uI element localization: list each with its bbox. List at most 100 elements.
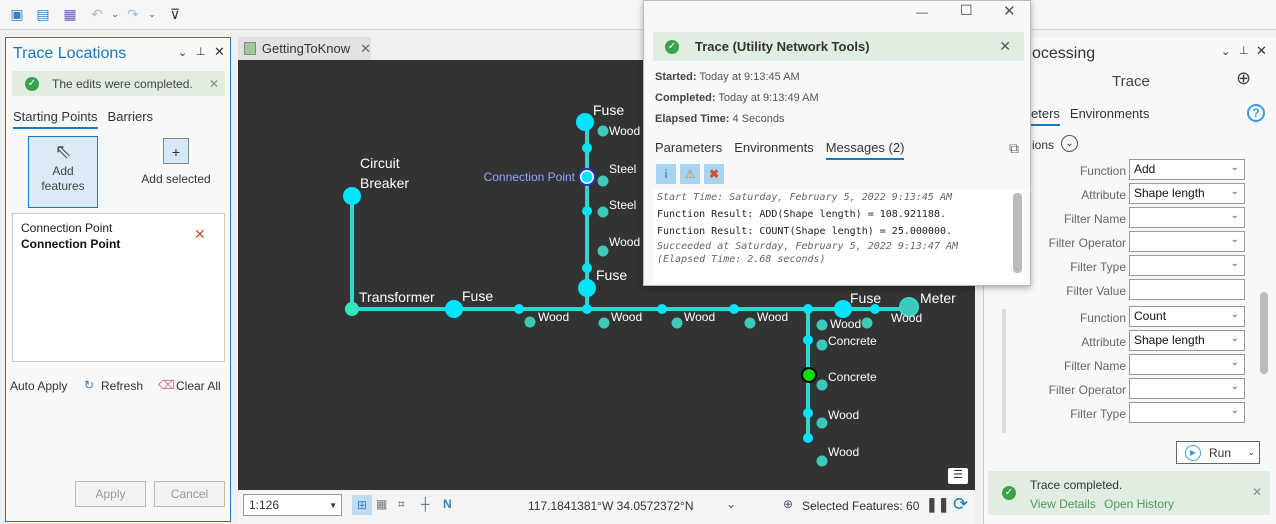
customize-icon[interactable]: ⊽ bbox=[169, 6, 181, 22]
junction-node[interactable] bbox=[803, 304, 813, 314]
tab-parameters[interactable]: eters bbox=[1031, 106, 1060, 126]
new-project-icon[interactable]: ▣ bbox=[10, 6, 24, 22]
messages-scrollbar[interactable] bbox=[1013, 193, 1022, 273]
remove-icon[interactable]: ✕ bbox=[194, 226, 206, 242]
filter-operator-field[interactable]: ⌄ bbox=[1129, 378, 1245, 399]
north-arrow-icon[interactable]: N bbox=[443, 497, 452, 511]
junction-node[interactable] bbox=[803, 433, 813, 443]
add-icon[interactable]: ⊕ bbox=[1236, 68, 1252, 88]
save-project-icon[interactable]: ▦ bbox=[63, 6, 77, 22]
junction-node[interactable] bbox=[729, 304, 739, 314]
attribute-field[interactable]: Shape length⌄ bbox=[1129, 183, 1245, 204]
filter-type-field[interactable]: ⌄ bbox=[1129, 402, 1245, 423]
pole-marker[interactable] bbox=[598, 317, 610, 329]
redo-icon[interactable]: ↷ bbox=[127, 6, 139, 22]
pole-marker[interactable] bbox=[524, 316, 536, 328]
add-features-button[interactable]: ⇖ Add features bbox=[28, 136, 98, 208]
undo-dropdown-icon[interactable]: ⌄ bbox=[111, 9, 119, 19]
warning-filter-icon[interactable]: ⚠ bbox=[680, 164, 700, 184]
refresh-button[interactable]: Refresh bbox=[101, 379, 144, 393]
selected-features-count[interactable]: Selected Features: 60 bbox=[802, 499, 920, 513]
filter-value-field[interactable] bbox=[1129, 279, 1245, 300]
filter-operator-field[interactable]: ⌄ bbox=[1129, 231, 1245, 252]
pin-icon[interactable]: ⊥ bbox=[196, 46, 206, 58]
tab-barriers[interactable]: Barriers bbox=[107, 109, 154, 124]
pole-marker[interactable] bbox=[671, 317, 683, 329]
banner-close-icon[interactable]: ✕ bbox=[1252, 485, 1263, 499]
pane-menu-icon[interactable]: ⌄ bbox=[1221, 46, 1231, 58]
junction-node[interactable] bbox=[870, 304, 880, 314]
junction-node[interactable] bbox=[657, 304, 667, 314]
open-history-link[interactable]: Open History bbox=[1104, 497, 1175, 511]
snapping-icon[interactable]: ⊞ bbox=[352, 495, 372, 515]
map-overview-icon[interactable]: ☰ bbox=[948, 468, 968, 484]
fuse-node[interactable] bbox=[445, 300, 463, 318]
fuse-node[interactable] bbox=[834, 300, 852, 318]
filter-name-field[interactable]: ⌄ bbox=[1129, 207, 1245, 228]
grid-icon[interactable]: ▦ bbox=[376, 497, 388, 511]
tab-messages[interactable]: Messages (2) bbox=[825, 140, 905, 160]
junction-node[interactable] bbox=[582, 304, 592, 314]
junction-node[interactable] bbox=[582, 206, 592, 216]
junction-node[interactable] bbox=[514, 304, 524, 314]
list-item-name[interactable]: Connection Point bbox=[21, 237, 121, 251]
run-dropdown-icon[interactable]: ⌄ bbox=[1247, 447, 1255, 457]
close-icon[interactable]: ✕ bbox=[1256, 43, 1267, 58]
connection-point-node[interactable] bbox=[581, 171, 593, 183]
constraints-icon[interactable]: ⌗ bbox=[398, 497, 405, 511]
tab-environments[interactable]: Environments bbox=[1069, 106, 1150, 121]
view-details-link[interactable]: View Details bbox=[1030, 497, 1096, 511]
junction-node[interactable] bbox=[803, 335, 813, 345]
pole-marker[interactable] bbox=[816, 379, 828, 391]
tab-environments[interactable]: Environments bbox=[734, 140, 814, 155]
function-field[interactable]: Add⌄ bbox=[1129, 159, 1245, 180]
open-project-icon[interactable]: ▤ bbox=[36, 6, 50, 22]
pole-marker[interactable] bbox=[861, 317, 873, 329]
starting-point-marker[interactable] bbox=[801, 367, 817, 383]
filter-type-field[interactable]: ⌄ bbox=[1129, 255, 1245, 276]
junction-node[interactable] bbox=[582, 263, 592, 273]
banner-close-icon[interactable]: ✕ bbox=[999, 38, 1011, 54]
fuse-node[interactable] bbox=[578, 279, 596, 297]
map-tab[interactable]: GettingToKnow ✕ bbox=[238, 37, 371, 60]
pole-marker[interactable] bbox=[816, 417, 828, 429]
add-selected-button[interactable]: + Add selected bbox=[134, 136, 218, 192]
attribute-field[interactable]: Shape length⌄ bbox=[1129, 330, 1245, 351]
info-filter-icon[interactable]: i bbox=[656, 164, 676, 184]
clear-all-button[interactable]: Clear All bbox=[176, 379, 221, 393]
pause-icon[interactable]: ❚❚ bbox=[926, 496, 950, 512]
refresh-map-icon[interactable]: ⟳ bbox=[953, 494, 969, 514]
pole-marker[interactable] bbox=[597, 245, 609, 257]
pole-marker[interactable] bbox=[597, 125, 609, 137]
help-icon[interactable]: ? bbox=[1247, 104, 1265, 122]
pole-marker[interactable] bbox=[597, 175, 609, 187]
function-field[interactable]: Count⌄ bbox=[1129, 306, 1245, 327]
network-map[interactable]: Circuit Breaker Transformer Fuse Fuse Fu… bbox=[238, 60, 975, 490]
cancel-button[interactable]: Cancel bbox=[154, 481, 225, 507]
pole-marker[interactable] bbox=[597, 206, 609, 218]
list-item-layer[interactable]: Connection Point bbox=[21, 221, 113, 235]
filter-name-field[interactable]: ⌄ bbox=[1129, 354, 1245, 375]
transformer-node[interactable] bbox=[345, 302, 359, 316]
pole-marker[interactable] bbox=[816, 319, 828, 331]
meter-node[interactable] bbox=[899, 297, 919, 317]
apply-button[interactable]: Apply bbox=[75, 481, 146, 507]
maximize-icon[interactable]: ☐ bbox=[960, 2, 973, 18]
junction-node[interactable] bbox=[803, 408, 813, 418]
minimize-icon[interactable]: — bbox=[916, 5, 928, 19]
close-icon[interactable]: ✕ bbox=[214, 44, 225, 59]
undo-icon[interactable]: ↶ bbox=[91, 6, 103, 22]
circuit-breaker-node[interactable] bbox=[343, 187, 361, 205]
banner-close-icon[interactable]: ✕ bbox=[208, 76, 219, 91]
pane-menu-icon[interactable]: ⌄ bbox=[178, 47, 188, 59]
map-tab-close-icon[interactable]: ✕ bbox=[360, 40, 371, 56]
scale-select[interactable]: 1:126▼ bbox=[243, 494, 342, 516]
tab-starting-points[interactable]: Starting Points bbox=[13, 109, 98, 129]
copy-icon[interactable]: ⧉ bbox=[1009, 140, 1019, 156]
pole-marker[interactable] bbox=[744, 317, 756, 329]
scrollbar-thumb[interactable] bbox=[1260, 292, 1268, 374]
close-icon[interactable]: ✕ bbox=[1003, 3, 1016, 20]
pole-marker[interactable] bbox=[816, 339, 828, 351]
fuse-node[interactable] bbox=[576, 113, 594, 131]
run-button[interactable]: ▶ Run ⌄ bbox=[1176, 441, 1260, 464]
